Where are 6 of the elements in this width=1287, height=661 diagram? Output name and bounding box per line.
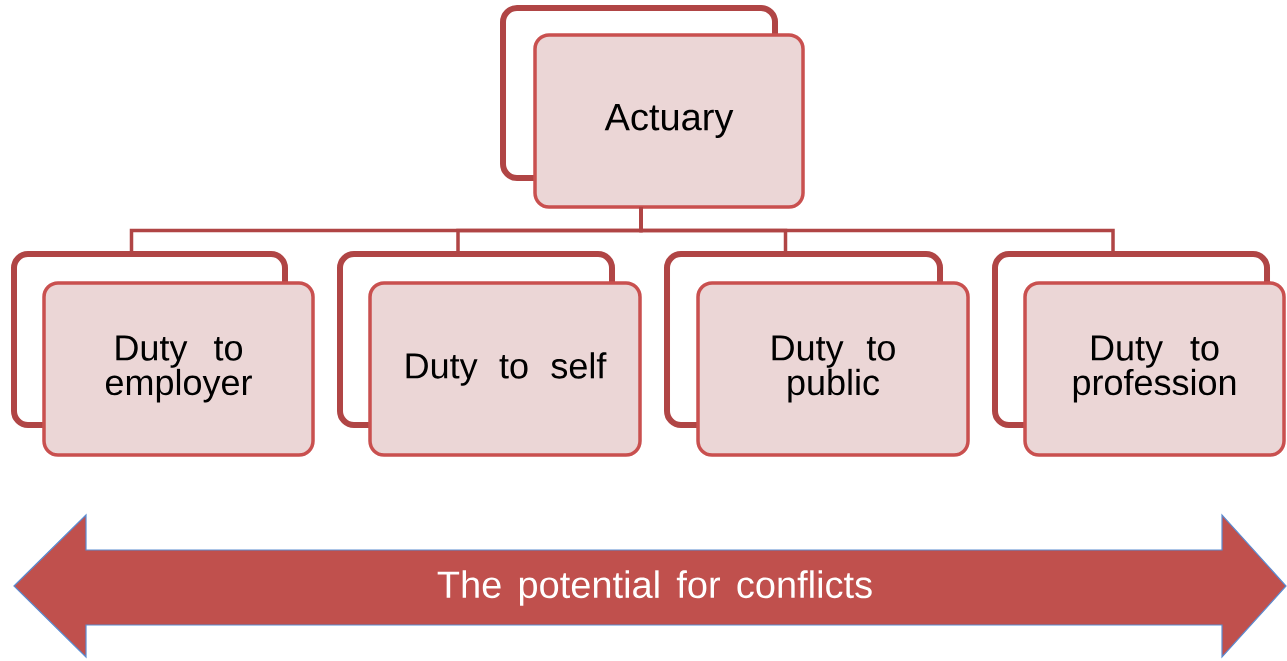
org-chart-box: Duty to employer	[11, 251, 315, 457]
org-chart-box: Duty to public	[664, 251, 970, 457]
connector	[639, 207, 1115, 251]
org-chart-box: Duty to self	[337, 251, 642, 457]
org-chart-box: Actuary	[500, 5, 805, 209]
org-chart-box: Duty to profession	[992, 251, 1286, 457]
